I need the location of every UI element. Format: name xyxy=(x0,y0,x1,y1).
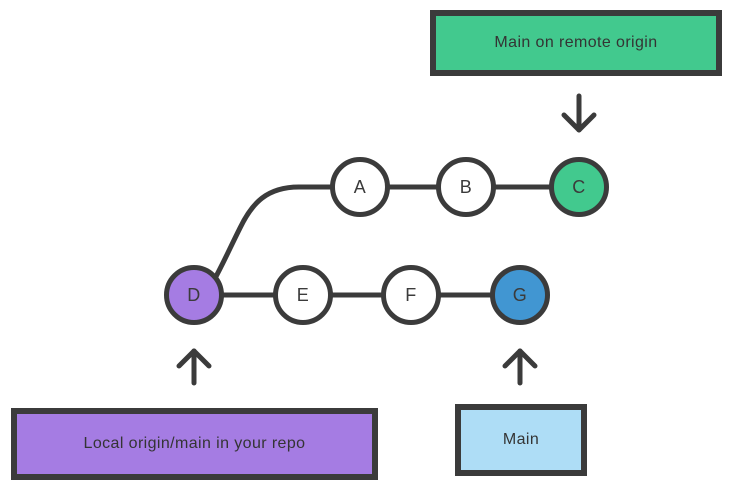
arrow-up-to-d xyxy=(176,348,212,386)
main-branch-label: Main xyxy=(455,404,587,476)
commit-node-g: G xyxy=(490,265,550,325)
arrow-down-to-c xyxy=(561,93,597,133)
main-branch-label-text: Main xyxy=(502,431,540,448)
local-main-label: Local origin/main in your repo xyxy=(11,408,378,480)
commit-node-c: C xyxy=(549,157,609,217)
commit-node-b: B xyxy=(436,157,496,217)
commit-node-d: D xyxy=(164,265,224,325)
remote-main-label-text: Main on remote origin xyxy=(494,34,658,51)
branch-curve-d-to-a xyxy=(209,184,335,287)
commit-node-e: E xyxy=(273,265,333,325)
local-main-label-text: Local origin/main in your repo xyxy=(83,435,306,452)
commit-node-a: A xyxy=(330,157,390,217)
remote-main-label: Main on remote origin xyxy=(430,10,722,76)
arrow-up-to-g xyxy=(502,348,538,386)
commit-node-f: F xyxy=(381,265,441,325)
